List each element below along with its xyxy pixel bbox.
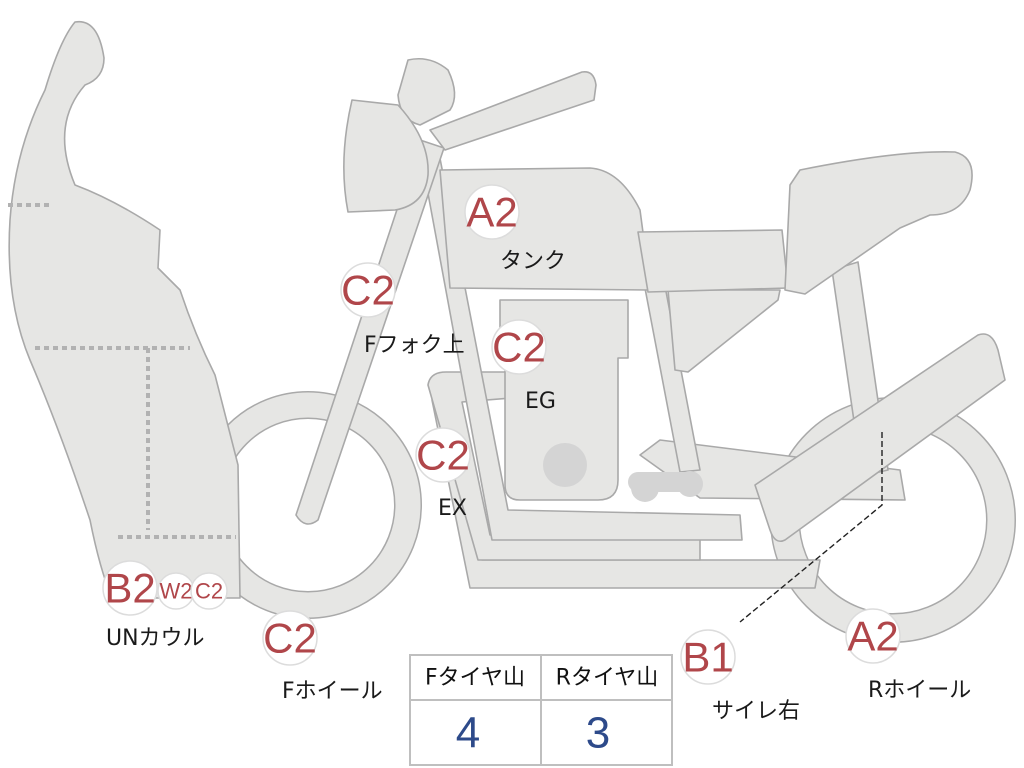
header-front-tyre: Fタイヤ山 [425, 666, 525, 691]
label-engine: EG [525, 389, 556, 414]
grade-under-cowl: B2 [104, 565, 155, 612]
grade-marker-engine: C2 EG [491, 319, 556, 414]
silencer-leader-line [739, 432, 883, 623]
label-rear-wheel: Rホイール [868, 678, 971, 703]
grade-under-cowl-extra-2: C2 [195, 579, 223, 604]
seat-shape [637, 229, 789, 293]
value-front-tyre: 4 [456, 709, 480, 758]
grade-marker-front-wheel: C2 Fホイール [262, 610, 383, 704]
grade-marker-tank: A2 タンク [464, 184, 566, 274]
handlebar-shape [429, 70, 597, 151]
label-silencer-right: サイレ右 [712, 699, 800, 724]
grade-circle [102, 560, 158, 616]
front-fork-shape [295, 139, 445, 525]
grade-circle [491, 319, 547, 375]
grade-engine: C2 [492, 324, 546, 371]
grade-fork-upper: C2 [341, 267, 395, 314]
grade-circle [415, 427, 471, 483]
grade-silencer-right: B1 [682, 634, 733, 681]
grade-circle [845, 608, 901, 664]
grade-tank: A2 [466, 189, 517, 236]
grade-rear-wheel: A2 [847, 613, 898, 660]
label-tank: タンク [500, 249, 566, 274]
grade-marker-rear-wheel: A2 Rホイール [845, 608, 971, 703]
grade-exhaust: C2 [416, 432, 470, 479]
header-rear-tyre: Rタイヤ山 [556, 666, 659, 691]
silencer-shape [754, 333, 1006, 543]
label-under-cowl: UNカウル [106, 626, 205, 651]
grade-circle-small [190, 572, 228, 610]
motorcycle-silhouette [8, 20, 1016, 643]
label-fork-upper: Fフォク上 [364, 333, 465, 358]
grade-front-wheel: C2 [263, 615, 317, 662]
grade-marker-fork-upper: C2 Fフォク上 [340, 262, 465, 358]
grade-circle [340, 262, 396, 318]
grade-circle [262, 610, 318, 666]
label-exhaust: EX [438, 496, 467, 521]
side-cover-shape [667, 289, 781, 373]
grade-marker-exhaust: C2 EX [415, 427, 471, 521]
tail-shape [784, 151, 973, 295]
label-front-wheel: Fホイール [282, 679, 383, 704]
grade-circle [464, 184, 520, 240]
value-rear-tyre: 3 [586, 709, 610, 758]
tyre-tread-table: Fタイヤ山 Rタイヤ山 4 3 [409, 654, 673, 766]
grade-under-cowl-extra-1: W2 [160, 579, 193, 604]
front-cowl-shape [8, 20, 241, 599]
grade-circle [680, 629, 736, 685]
headlight-shape [343, 99, 429, 213]
grade-marker-under-cowl: B2 W2 C2 UNカウル [102, 560, 228, 651]
grade-marker-silencer-right: B1 サイレ右 [680, 629, 800, 724]
